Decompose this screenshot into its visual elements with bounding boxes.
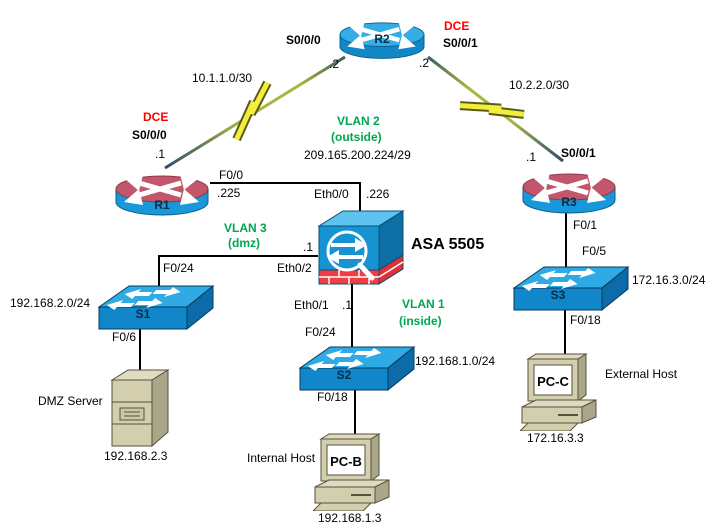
r3-if-f01-label: F0/1 xyxy=(573,218,598,232)
s2-if-f018-label: F0/18 xyxy=(317,390,348,404)
link-serial-r2-r1 xyxy=(164,55,346,170)
s3-if-f05-label: F0/5 xyxy=(582,244,607,258)
s3-label: S3 xyxy=(550,288,566,302)
pcb-label: PC-B xyxy=(330,454,362,469)
asa-dmz-addr-label: .1 xyxy=(303,240,314,254)
pcc-label: PC-C xyxy=(537,374,569,389)
dmz-server-name-label: DMZ Server xyxy=(38,394,103,408)
asa-if-eth02-label: Eth0/2 xyxy=(277,261,312,275)
r1-dce-label: DCE xyxy=(143,110,169,124)
s2-label: S2 xyxy=(336,368,352,382)
vlan3-name-label: VLAN 3 xyxy=(224,221,267,235)
link-serial-r2-r3 xyxy=(427,55,564,163)
r3-if-s001-label: S0/0/1 xyxy=(561,146,596,160)
r2-dce-label: DCE xyxy=(444,19,470,33)
switch-icon-s1 xyxy=(97,284,215,331)
vlan2-network-label: 209.165.200.224/29 xyxy=(304,148,411,162)
lightning-bolt-icon xyxy=(232,80,272,142)
dmz-network-label: 192.168.2.0/24 xyxy=(10,296,91,310)
asa-firewall-icon xyxy=(317,210,405,285)
asa-inside-addr-label: .1 xyxy=(342,298,353,312)
r1-if-s000-label: S0/0/0 xyxy=(132,128,167,142)
server-icon-dmz xyxy=(110,369,170,448)
r3-serial-addr-label: .1 xyxy=(526,150,537,164)
r2-if-s001-label: S0/0/1 xyxy=(443,36,478,50)
pc-icon-pcb xyxy=(313,433,390,511)
internal-host-label: Internal Host xyxy=(247,451,316,465)
dmz-server-ip-label: 192.168.2.3 xyxy=(104,449,168,463)
router-icon-r1 xyxy=(115,174,209,216)
asa-label: ASA 5505 xyxy=(411,236,485,253)
r1-serial-addr-label: .1 xyxy=(155,147,166,161)
pc-icon-pcc xyxy=(520,353,597,431)
network-10110-label: 10.1.1.0/30 xyxy=(192,71,253,85)
router-icon-r3 xyxy=(522,172,616,214)
ext-network-label: 172.16.3.0/24 xyxy=(632,273,706,287)
vlan1-zone-label: (inside) xyxy=(399,314,442,328)
s1-label: S1 xyxy=(135,307,151,321)
r2-label: R2 xyxy=(374,32,390,46)
r3-label: R3 xyxy=(561,195,577,209)
asa-if-eth00-label: Eth0/0 xyxy=(314,187,349,201)
r1-addr-225-label: .225 xyxy=(217,186,241,200)
switch-icon-s2 xyxy=(298,345,416,392)
s1-if-f024-label: F0/24 xyxy=(163,261,194,275)
vlan2-zone-label: (outside) xyxy=(331,130,382,144)
pcc-ip-label: 172.16.3.3 xyxy=(527,431,584,445)
asa-addr-226-label: .226 xyxy=(366,187,390,201)
pcb-ip-label: 192.168.1.3 xyxy=(318,511,382,525)
vlan2-name-label: VLAN 2 xyxy=(337,114,380,128)
s2-if-f024-label: F0/24 xyxy=(305,325,336,339)
network-10220-label: 10.2.2.0/30 xyxy=(509,78,570,92)
asa-if-eth01-label: Eth0/1 xyxy=(294,298,329,312)
r2-addr-left-label: .2 xyxy=(329,57,340,71)
vlan1-name-label: VLAN 1 xyxy=(402,297,445,311)
s3-if-f018-label: F0/18 xyxy=(570,313,601,327)
r1-if-f00-label: F0/0 xyxy=(219,168,244,182)
external-host-label: External Host xyxy=(605,367,678,381)
s1-if-f06-label: F0/6 xyxy=(112,330,137,344)
link-r1-asa xyxy=(210,182,361,215)
r1-label: R1 xyxy=(154,198,170,212)
lightning-bolt-icon xyxy=(459,101,525,119)
r2-addr-right-label: .2 xyxy=(419,56,430,70)
link-asa-s1-dmz xyxy=(158,255,318,288)
r2-if-s000-label: S0/0/0 xyxy=(286,33,321,47)
inside-network-label: 192.168.1.0/24 xyxy=(415,354,496,368)
router-icon-r2 xyxy=(339,20,425,59)
switch-icon-s3 xyxy=(512,265,630,312)
vlan3-zone-label: (dmz) xyxy=(228,236,260,250)
